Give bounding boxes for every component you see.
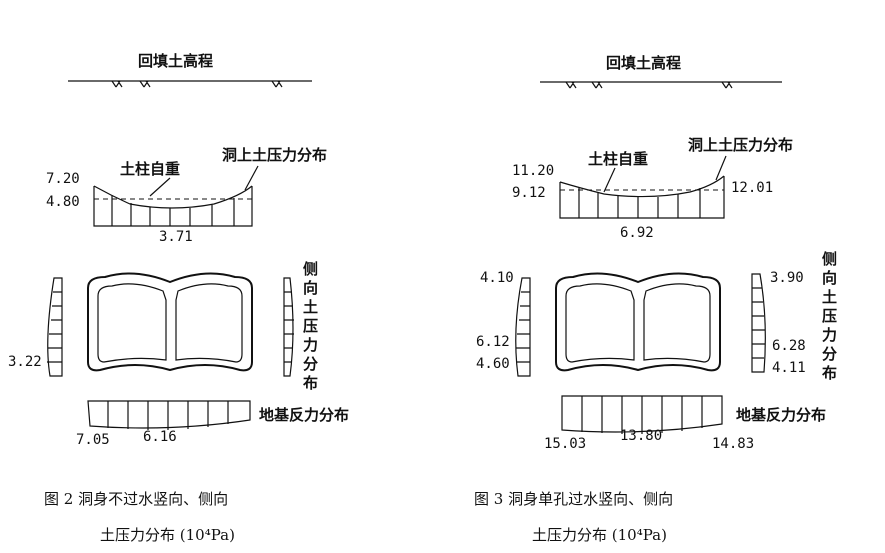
fig3-side-char-5: 分 (822, 345, 837, 363)
fig2-pressure-leader (244, 165, 259, 191)
fig2-pressure-label: 洞上土压力分布 (222, 146, 327, 164)
fig2-caption-line1: 图 2 洞身不过水竖向、侧向 (44, 490, 228, 508)
fig3-caption-line1: 图 3 洞身单孔过水竖向、侧向 (474, 490, 673, 508)
fig3-side-char-6: 布 (822, 364, 837, 382)
fig3-side-char-1: 向 (822, 269, 837, 287)
fig2-top-left-upper: 7.20 (46, 171, 80, 187)
fig3-side-char-4: 力 (822, 326, 837, 344)
figure-3: 回填土高程 土柱自重 洞上土压力分布 11.20 9.12 12.01 6.92… (474, 54, 837, 544)
fig2-top-left-lower: 4.80 (46, 194, 80, 210)
fig2-caption-line2: 土压力分布 (10⁴Pa) (100, 526, 235, 544)
fig3-ground-line (540, 81, 782, 89)
fig3-base-reaction (561, 395, 723, 434)
fig3-side-right-bottom: 4.11 (772, 360, 806, 376)
fig2-top-bottom-value: 3.71 (159, 229, 193, 245)
fig3-pressure-leader (715, 155, 727, 181)
fig3-base-left: 15.03 (544, 436, 586, 452)
fig3-side-char-3: 压 (822, 307, 837, 325)
fig3-caption-line2: 土压力分布 (10⁴Pa) (532, 526, 667, 544)
figure-2: 回填土高程 土柱自重 洞上土压力分布 7.20 4.80 3.71 (8, 52, 349, 544)
fig3-left-lateral-pressure (515, 277, 531, 377)
fig3-top-pressure-block (559, 175, 725, 219)
fig3-side-left-top: 4.10 (480, 270, 514, 286)
fig3-base-center: 13.80 (620, 428, 662, 444)
fig3-right-lateral-pressure (751, 273, 766, 373)
fig3-base-label: 地基反力分布 (736, 406, 826, 424)
fig2-side-char-3: 压 (303, 317, 318, 335)
fig2-ground-line (68, 80, 312, 88)
fig3-side-right-mid: 6.28 (772, 338, 806, 354)
fig2-side-char-6: 布 (303, 374, 318, 392)
fig2-side-char-2: 土 (303, 298, 318, 316)
fig2-base-label: 地基反力分布 (259, 406, 349, 424)
fig3-top-right: 12.01 (731, 180, 773, 196)
fig3-pressure-label: 洞上土压力分布 (688, 136, 793, 154)
fig2-side-char-0: 侧 (303, 260, 318, 278)
fig2-base-reaction (87, 400, 251, 430)
fig3-side-char-0: 侧 (822, 250, 837, 268)
fig3-side-left-bottom: 4.60 (476, 356, 510, 372)
fig3-side-right-top: 3.90 (770, 270, 804, 286)
fig3-top-left-lower: 9.12 (512, 185, 546, 201)
fig2-culvert-body (87, 272, 253, 372)
fig2-side-char-1: 向 (303, 279, 318, 297)
fig2-top-pressure-block (93, 185, 253, 227)
fig3-side-char-2: 土 (822, 288, 837, 306)
fig2-soil-column-label: 土柱自重 (120, 160, 180, 178)
fig2-side-left-bottom: 3.22 (8, 354, 42, 370)
fig3-side-left-mid: 6.12 (476, 334, 510, 350)
fig3-ground-label: 回填土高程 (606, 54, 681, 72)
fig2-ground-label: 回填土高程 (138, 52, 213, 70)
fig2-base-center: 6.16 (143, 429, 177, 445)
fig2-base-left: 7.05 (76, 432, 110, 448)
fig3-top-bottom-value: 6.92 (620, 225, 654, 241)
fig3-top-left-upper: 11.20 (512, 163, 554, 179)
fig3-base-right: 14.83 (712, 436, 754, 452)
fig3-soil-column-leader (603, 167, 616, 193)
fig2-right-lateral-pressure (283, 277, 294, 377)
fig2-side-char-4: 力 (303, 336, 318, 354)
fig2-soil-column-leader (149, 177, 171, 197)
fig3-culvert-body (555, 272, 721, 372)
fig3-soil-column-label: 土柱自重 (588, 150, 648, 168)
fig2-side-char-5: 分 (303, 355, 318, 373)
fig2-left-lateral-pressure (47, 277, 63, 377)
